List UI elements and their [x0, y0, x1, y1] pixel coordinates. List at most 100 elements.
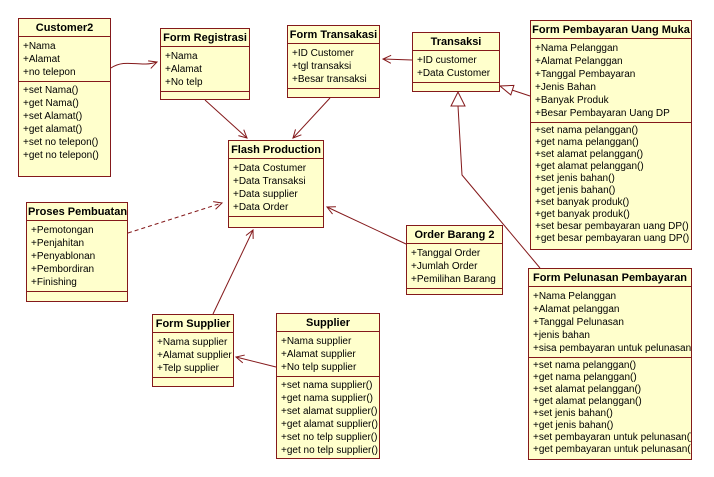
method-line: +set no telp supplier() — [281, 432, 378, 443]
class-form-supplier: Form Supplier +Nama supplier +Alamat supp… — [152, 314, 234, 387]
attribute-line: +Nama Pelanggan — [535, 43, 619, 54]
method-line: +get nama pelanggan() — [535, 137, 639, 148]
attribute-line: +Nama supplier — [281, 336, 352, 347]
class-attributes: +Data Costumer +Data Transaksi +Data suppl… — [229, 159, 323, 217]
class-title: Form Pembayaran Uang Muka — [531, 21, 691, 39]
attribute-line: +sisa pembayaran untuk pelunasan — [533, 343, 691, 354]
attribute-line: +Data supplier — [233, 189, 298, 200]
class-methods — [413, 83, 499, 91]
attribute-line: +No telp supplier — [281, 362, 357, 373]
class-methods — [288, 89, 379, 97]
attribute-line: +Data Customer — [417, 68, 491, 79]
attribute-line: +Alamat pelanggan — [533, 304, 620, 315]
attribute-line: +Data Order — [233, 202, 289, 213]
method-line: +set alamat pelanggan() — [535, 149, 644, 160]
attribute-line: +ID Customer — [292, 48, 354, 59]
method-line: +set jenis bahan() — [535, 173, 615, 184]
class-title: Form Supplier — [153, 315, 233, 333]
class-attributes: +Pemotongan+Penjahitan+Penyablonan+Pembo… — [27, 221, 127, 292]
attribute-line: +Jenis Bahan — [535, 82, 596, 93]
attribute-line: +Besar Pembayaran Uang DP — [535, 108, 670, 119]
class-form-pelunasan-pembayaran: Form Pelunasan Pembayaran +Nama Pelangga… — [528, 268, 692, 460]
class-attributes: +Tanggal Order+Jumlah Order+Pemilihan Ba… — [407, 244, 502, 289]
class-title: Order Barang 2 — [407, 226, 502, 244]
attribute-line: +Nama — [23, 41, 56, 52]
attribute-line: +Besar transaksi — [292, 74, 367, 85]
method-line: +get jenis bahan() — [533, 420, 614, 431]
attribute-line: +Tanggal Pelunasan — [533, 317, 624, 328]
class-methods: +set Nama() +get Nama() +set Alamat() +get … — [19, 82, 110, 176]
attribute-line: +Pemotongan — [31, 225, 94, 236]
method-line: +set alamat pelanggan() — [533, 384, 642, 395]
attribute-line: +Data Costumer — [233, 163, 307, 174]
attribute-line: +No telp — [165, 77, 203, 88]
method-line: +get alamat supplier() — [281, 419, 378, 430]
attribute-line: +Alamat supplier — [157, 350, 232, 361]
attribute-line: +Pemilihan Barang — [411, 274, 496, 285]
class-methods: +set nama pelanggan()+get nama pelanggan… — [531, 123, 691, 249]
method-line: +set besar pembayaran uang DP() — [535, 221, 689, 232]
attribute-line: +jenis bahan — [533, 330, 590, 341]
class-attributes: +ID Customer +tgl transaksi +Besar transak… — [288, 44, 379, 89]
attribute-line: +no telepon — [23, 67, 76, 78]
method-line: +set pembayaran untuk pelunasan() — [533, 432, 691, 443]
method-line: +set banyak produk() — [535, 197, 630, 208]
connector-form-supplier-to-flash-production — [212, 228, 254, 315]
attribute-line: +Nama Pelanggan — [533, 291, 617, 302]
class-title: Flash Production — [229, 141, 323, 159]
attribute-line: +ID customer — [417, 55, 477, 66]
attribute-line: +Penyablonan — [31, 251, 96, 262]
class-methods — [407, 289, 502, 294]
class-methods — [161, 92, 249, 99]
attribute-line: +Telp supplier — [157, 363, 219, 374]
method-line: +get no telepon() — [23, 150, 99, 161]
method-line: +get nama supplier() — [281, 393, 373, 404]
method-line: +get alamat pelanggan() — [535, 161, 644, 172]
connector-form-transakasi-to-flash-production — [292, 97, 331, 139]
connector-form-pembayaran-uang-muka-to-transaksi — [498, 84, 531, 97]
connector-supplier-to-form-supplier — [234, 354, 277, 368]
class-transaksi: Transaksi +ID customer +Data Customer — [412, 32, 500, 92]
method-line: +get alamat() — [23, 124, 83, 135]
method-line: +get besar pembayaran uang DP() — [535, 233, 690, 244]
class-methods: +set nama supplier() +get nama supplier()… — [277, 377, 379, 458]
class-attributes: +Nama supplier +Alamat supplier +Telp supp… — [153, 333, 233, 378]
attribute-line: +tgl transaksi — [292, 61, 352, 72]
method-line: +get alamat pelanggan() — [533, 396, 642, 407]
class-form-transakasi: Form Transakasi +ID Customer +tgl transak… — [287, 25, 380, 98]
method-line: +set nama supplier() — [281, 380, 373, 391]
connector-order-barang-2-to-flash-production — [325, 206, 407, 245]
class-attributes: +Nama+Alamat+No telp — [161, 47, 249, 92]
attribute-line: +Tanggal Order — [411, 248, 481, 259]
connector-proses-pembuatan-to-flash-production — [127, 201, 224, 234]
method-line: +get pembayaran untuk pelunasan() — [533, 444, 691, 455]
method-line: +get banyak produk() — [535, 209, 630, 220]
method-line: +set no telepon() — [23, 137, 99, 148]
class-proses-pembuatan: Proses Pembuatan +Pemotongan+Penjahitan+… — [26, 202, 128, 302]
class-attributes: +ID customer +Data Customer — [413, 51, 499, 83]
class-title: Form Transakasi — [288, 26, 379, 44]
connector-transaksi-to-form-transakasi — [381, 54, 413, 64]
class-attributes: +Nama Pelanggan +Alamat pelanggan +Tanggal… — [529, 287, 691, 358]
class-title: Proses Pembuatan — [27, 203, 127, 221]
class-title: Transaksi — [413, 33, 499, 51]
class-form-registrasi: Form Registrasi +Nama+Alamat+No telp — [160, 28, 250, 100]
method-line: +set alamat supplier() — [281, 406, 378, 417]
class-methods — [27, 292, 127, 301]
attribute-line: +Nama supplier — [157, 337, 228, 348]
class-order-barang-2: Order Barang 2 +Tanggal Order+Jumlah Ord… — [406, 225, 503, 295]
class-attributes: +Nama supplier+Alamat supplier+No telp s… — [277, 332, 379, 377]
class-supplier: Supplier +Nama supplier+Alamat supplier+… — [276, 313, 380, 459]
class-customer2: Customer2 +Nama +Alamat +no telepon +set N… — [18, 18, 111, 177]
attribute-line: +Data Transaksi — [233, 176, 306, 187]
attribute-line: +Alamat Pelanggan — [535, 56, 623, 67]
connector-customer2-to-form-registrasi — [110, 60, 159, 69]
method-line: +set Nama() — [23, 85, 79, 96]
method-line: +get Nama() — [23, 98, 79, 109]
attribute-line: +Alamat — [23, 54, 60, 65]
class-title: Customer2 — [19, 19, 110, 37]
method-line: +get jenis bahan() — [535, 185, 616, 196]
class-attributes: +Nama +Alamat +no telepon — [19, 37, 110, 82]
method-line: +set Alamat() — [23, 111, 83, 122]
